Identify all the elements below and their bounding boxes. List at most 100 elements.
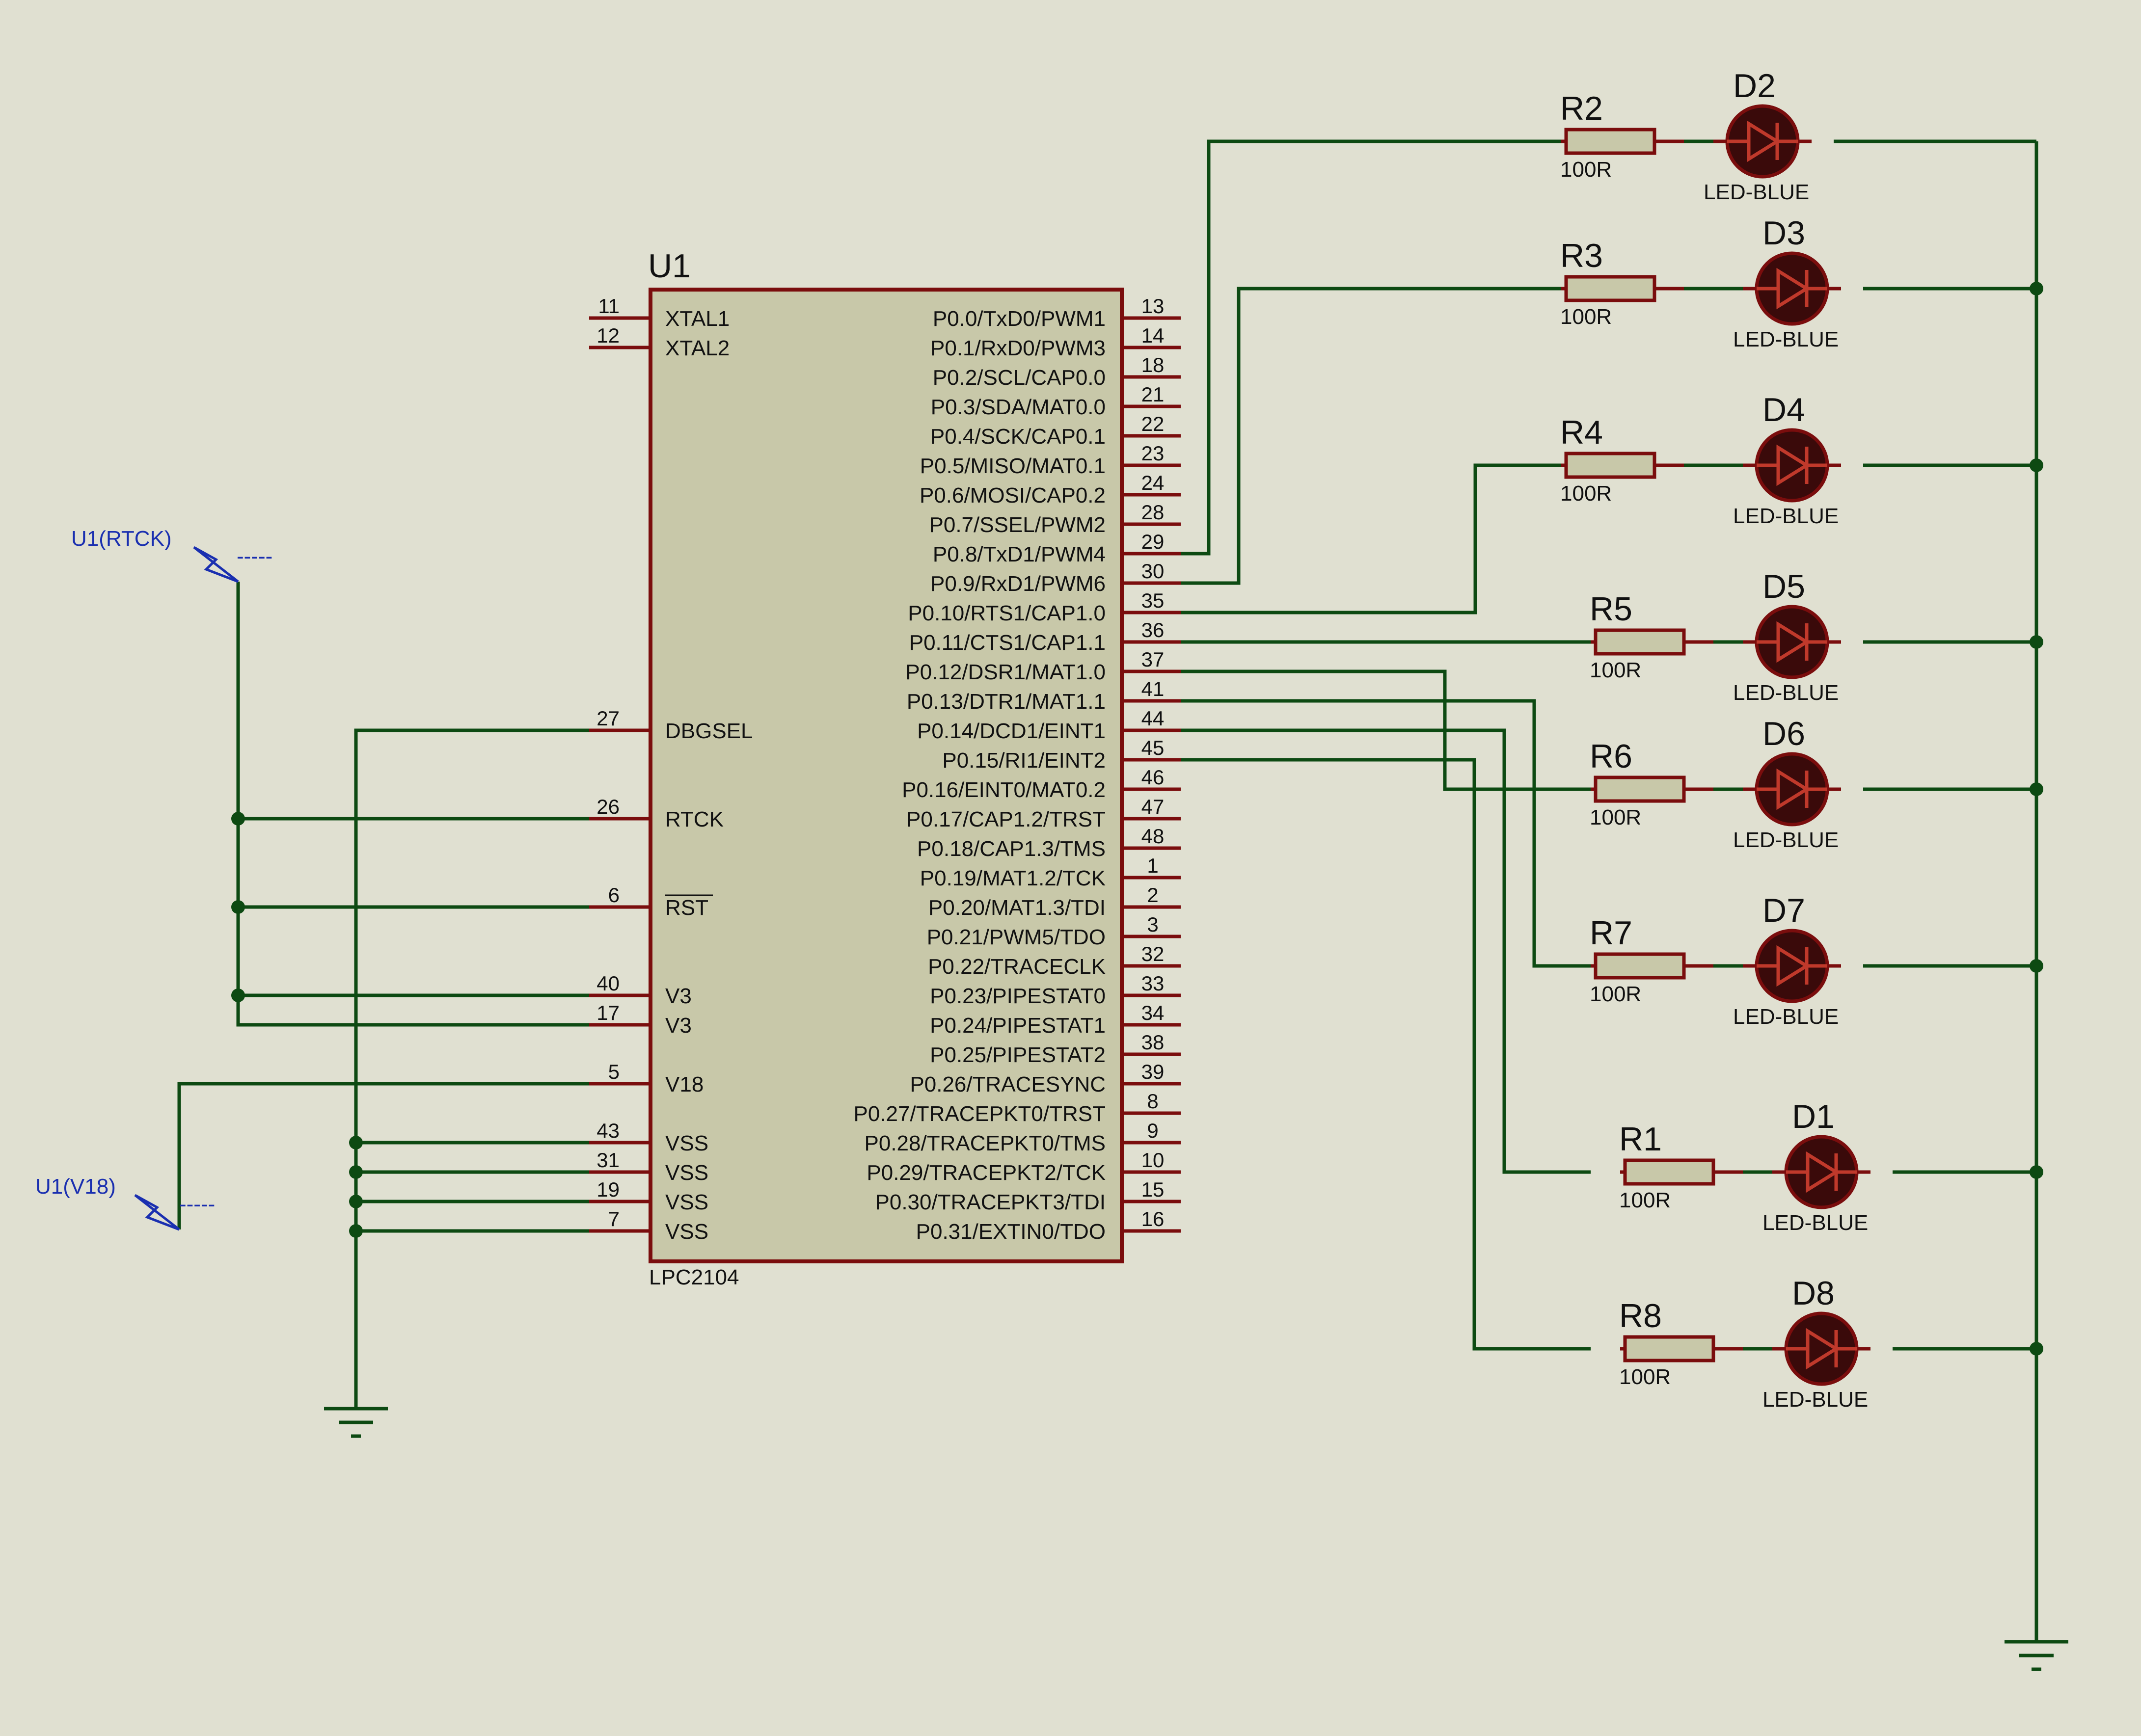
junction-dot bbox=[231, 812, 245, 826]
pin-name: P0.5/MISO/MAT0.1 bbox=[920, 454, 1106, 478]
terminal-dashes: ----- bbox=[179, 1192, 215, 1216]
chip-body bbox=[649, 288, 1124, 1263]
pin-name: P0.7/SSEL/PWM2 bbox=[929, 513, 1106, 537]
right-pin[interactable]: 2P0.20/MAT1.3/TDI bbox=[928, 883, 1181, 920]
p013-to-r7-wire bbox=[1181, 699, 1591, 968]
pin-name: P0.23/PIPESTAT0 bbox=[930, 984, 1106, 1008]
pin-name: V3 bbox=[665, 984, 692, 1008]
right-pin[interactable]: 3P0.21/PWM5/TDO bbox=[927, 913, 1181, 949]
dbgsel-vss-net bbox=[354, 728, 589, 1409]
led-ref: D8 bbox=[1792, 1275, 1835, 1312]
led-value: LED-BLUE bbox=[1733, 327, 1839, 351]
pin-name: P0.18/CAP1.3/TMS bbox=[917, 837, 1106, 861]
right-pin[interactable]: 1P0.19/MAT1.2/TCK bbox=[920, 854, 1181, 890]
led-ref: D2 bbox=[1733, 67, 1776, 105]
junction-dot bbox=[2030, 782, 2043, 796]
pin-number: 12 bbox=[596, 324, 620, 347]
right-pin[interactable]: 8P0.27/TRACEPKT0/TRST bbox=[854, 1090, 1181, 1126]
pin-number: 48 bbox=[1141, 825, 1165, 848]
led-ref: D7 bbox=[1762, 892, 1805, 929]
led-value: LED-BLUE bbox=[1704, 180, 1809, 204]
resistor-ref: R5 bbox=[1590, 590, 1632, 628]
microcontroller-u1[interactable]: U1 LPC2104 11XTAL112XTAL227DBGSEL26RTCK6… bbox=[589, 247, 1181, 1289]
resistor-icon bbox=[1594, 952, 1686, 980]
ground-symbol-right bbox=[2005, 1640, 2068, 1671]
pin-number: 23 bbox=[1141, 442, 1165, 465]
resistor-icon bbox=[1564, 275, 1656, 302]
led-ref: D3 bbox=[1762, 214, 1805, 252]
terminal-rtck[interactable]: U1(RTCK) ----- bbox=[71, 527, 272, 583]
pin-name: P0.3/SDA/MAT0.0 bbox=[931, 395, 1106, 419]
terminal-v18[interactable]: U1(V18) ----- bbox=[35, 1175, 215, 1231]
led-value: LED-BLUE bbox=[1762, 1388, 1868, 1412]
pin-name: P0.9/RxD1/PWM6 bbox=[930, 572, 1106, 596]
junction-dot bbox=[231, 988, 245, 1002]
pin-name: P0.28/TRACEPKT0/TMS bbox=[865, 1131, 1106, 1155]
junctions bbox=[231, 282, 2043, 1356]
right-pin[interactable]: 9P0.28/TRACEPKT0/TMS bbox=[865, 1119, 1181, 1155]
resistor-icon bbox=[1623, 1158, 1715, 1186]
pin-number: 22 bbox=[1141, 412, 1165, 435]
junction-dot bbox=[2030, 282, 2043, 295]
junction-dot bbox=[349, 1195, 363, 1208]
resistor-value: 100R bbox=[1619, 1188, 1671, 1212]
